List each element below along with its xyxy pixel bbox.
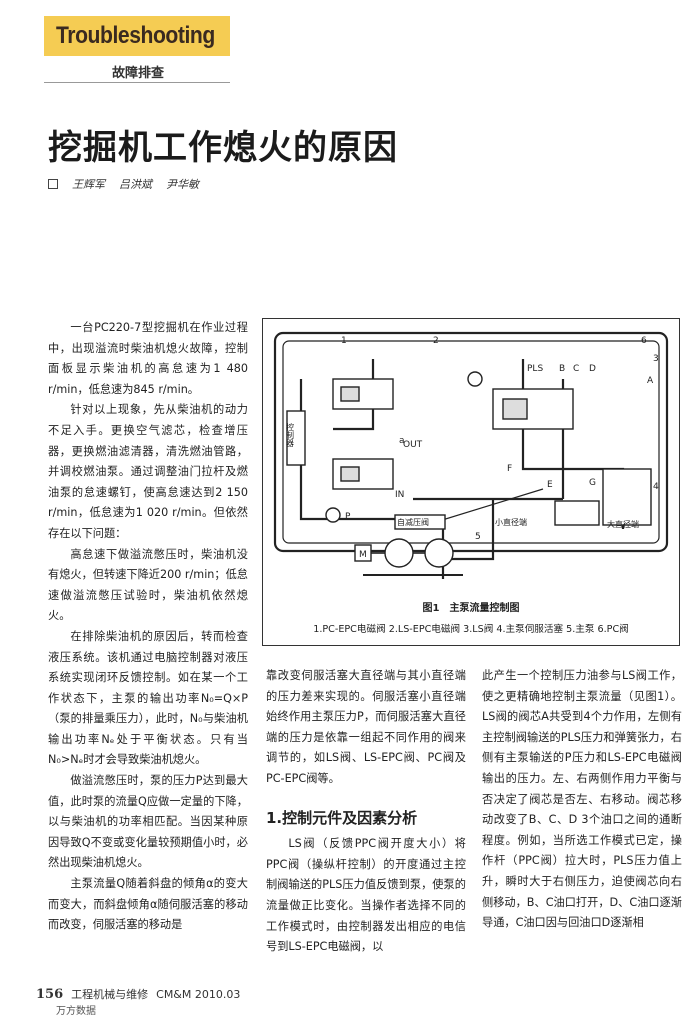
section-heading: 1.控制元件及因素分析 [266,808,418,827]
text-column-3: 此产生一个控制压力油参与LS阀工作，使之更精确地控制主泵流量（见图1）。LS阀的… [482,666,682,934]
paragraph: LS阀（反馈PPC阀开度大小）将PPC阀（操纵杆控制）的开度通过主控制阀输送的P… [266,837,466,954]
fig-label: F [507,464,512,474]
author-name: 王辉军 [72,178,105,191]
text-column-2: 靠改变伺服活塞大直径端与其小直径端的压力差来实现的。伺服活塞小直径端始终作用主泵… [266,666,466,958]
fig-label: 2 [433,336,439,346]
section-title-cn: 故障排查 [112,66,165,81]
section-header-band [44,16,230,56]
fig-label: 6 [641,336,647,346]
header-divider [44,82,230,83]
fig-label: IN [395,490,404,500]
watermark: 万方数据 [56,1006,96,1017]
figure-caption: 图1 主泵流量控制图 [422,603,520,614]
hydraulic-diagram: 1 2 3 4 5 6 a A B C D E F G PLS P OUT IN… [273,331,669,579]
fig-label: 3 [653,354,659,364]
fig-label: A [647,376,654,386]
issue-info: CM&M 2010.03 [156,988,241,1001]
fig-label: PLS [527,364,543,374]
fig-label: G [589,478,596,488]
fig-label: 5 [475,532,481,542]
page-footer: 156 工程机械与维修 CM&M 2010.03 [36,986,240,1002]
author-name: 吕洪斌 [119,178,152,191]
fig-label: 4 [653,482,659,492]
article-title: 挖掘机工作熄火的原因 [48,128,398,168]
author-name: 尹华敏 [166,178,199,191]
paragraph: 高怠速下做溢流憋压时，柴油机没有熄火，但转速下降近200 r/min；低怠速做溢… [48,547,248,623]
paragraph: 针对以上现象，先从柴油机的动力不足入手。更换空气滤芯，检查增压器，更换燃油滤清器… [48,403,248,540]
fig-label: OUT [403,440,423,450]
section-title-en: Troubleshooting [56,22,215,49]
paragraph: 主泵流量Q随着斜盘的倾角α的变大而变大，而斜盘倾角α随伺服活塞的移动而改变，伺服… [48,877,248,932]
fig-label: 小直径端 [495,517,527,527]
paragraph: 一台PC220-7型挖掘机在作业过程中，出现溢流时柴油机熄火故障，控制面板显示柴… [48,321,248,396]
figure-1: 1 2 3 4 5 6 a A B C D E F G PLS P OUT IN… [262,318,680,646]
fig-label: P [345,512,351,522]
fig-label: D [589,364,596,374]
fig-label: 控制器 [286,422,295,448]
paragraph: 做溢流憋压时，泵的压力P达到最大值，此时泵的流量Q应做一定量的下降，以与柴油机的… [48,774,248,870]
fig-label: 自减压阀 [397,517,429,527]
fig-label: M [359,550,367,560]
journal-name: 工程机械与维修 [71,988,149,1001]
page-number: 156 [36,987,64,1002]
figure-legend: 1.PC-EPC电磁阀 2.LS-EPC电磁阀 3.LS阀 4.主泵伺服活塞 5… [313,624,629,635]
paragraph: 此产生一个控制压力油参与LS阀工作，使之更精确地控制主泵流量（见图1）。LS阀的… [482,669,682,930]
author-box-icon [48,179,58,189]
fig-label: B [559,364,565,374]
paragraph: 在排除柴油机的原因后，转而检查液压系统。该机通过电脑控制器对液压系统实现闭环反馈… [48,629,248,767]
fig-label: 1 [341,336,347,346]
author-line: 王辉军 吕洪斌 尹华敏 [48,176,199,192]
text-column-1: 一台PC220-7型挖掘机在作业过程中，出现溢流时柴油机熄火故障，控制面板显示柴… [48,318,248,936]
fig-label: C [573,364,579,374]
fig-label: E [547,480,553,490]
fig-label: a [399,436,405,446]
paragraph: 靠改变伺服活塞大直径端与其小直径端的压力差来实现的。伺服活塞小直径端始终作用主泵… [266,669,466,785]
fig-label: 大直径端 [607,519,639,529]
